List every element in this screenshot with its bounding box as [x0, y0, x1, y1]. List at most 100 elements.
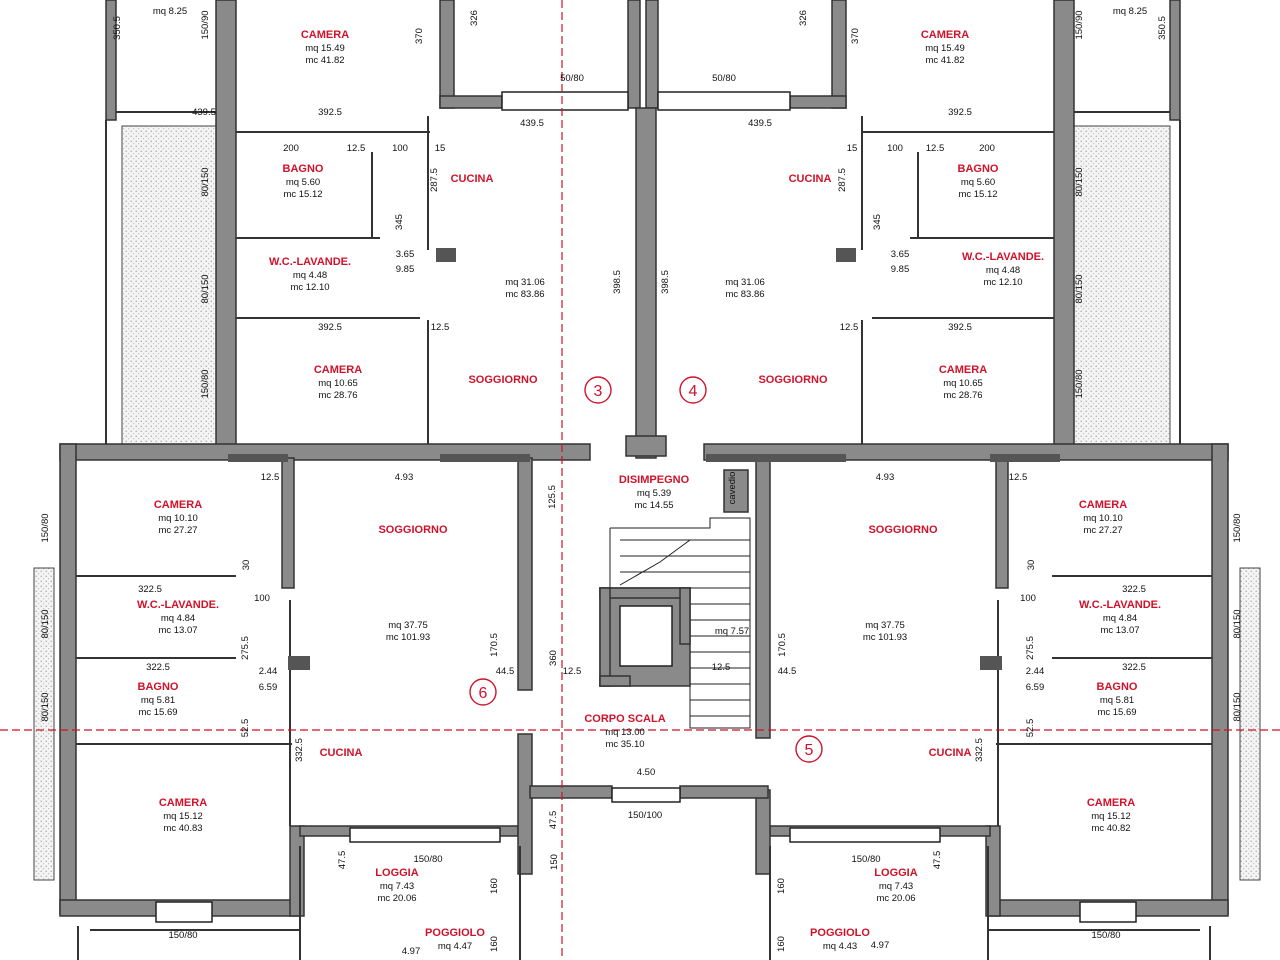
room-area-camera-ml: mq 10.65	[318, 378, 358, 389]
room-area-loggia-l: mq 7.43	[380, 881, 414, 892]
dimension-label: 12.5	[563, 666, 582, 677]
dimension-label: 350.5	[112, 16, 123, 40]
room-name-poggiolo-r: POGGIOLO	[810, 927, 870, 939]
dimension-label: 200	[979, 143, 995, 154]
dimension-label: 398.5	[612, 270, 623, 294]
room-name-camera-tr: CAMERA	[921, 29, 969, 41]
window-label: 150/90	[1074, 10, 1085, 39]
room-name-loggia-l: LOGGIA	[375, 867, 418, 879]
dimension-label: 326	[469, 10, 480, 26]
window-label: 150/80	[1232, 513, 1243, 542]
window-label: 50/80	[560, 73, 584, 84]
dimension-label: 100	[392, 143, 408, 154]
room-name-corpo-scala: CORPO SCALA	[584, 713, 665, 725]
room-volume-camera-lr1: mc 27.27	[1083, 525, 1122, 536]
room-area-wc-ul: mq 4.48	[293, 270, 327, 281]
room-volume-bagno-lr: mc 15.69	[1097, 707, 1136, 718]
dimension-label: 275.5	[1025, 636, 1036, 660]
room-volume-loggia-r: mc 20.06	[876, 893, 915, 904]
dimension-label: 44.5	[778, 666, 797, 677]
room-area-sogg-val-ur: mq 31.06	[725, 277, 765, 288]
value-label: mq 8.25	[153, 6, 187, 17]
dimension-label: 322.5	[1122, 662, 1146, 673]
window-label: 150/80	[200, 369, 211, 398]
room-name-soggiorno-ul: SOGGIORNO	[468, 374, 538, 386]
dimension-label: 200	[283, 143, 299, 154]
room-name-bagno-r: BAGNO	[958, 163, 999, 175]
window-label: 50/80	[712, 73, 736, 84]
dimension-label: 12.5	[431, 322, 450, 333]
dimension-label: 4.50	[637, 767, 656, 778]
value-label: 2.44	[1026, 666, 1045, 677]
room-area-camera-lr1: mq 10.10	[1083, 513, 1123, 524]
value-label: mq 8.25	[1113, 6, 1147, 17]
dimension-label: 170.5	[489, 633, 500, 657]
room-area-bagno-lr: mq 5.81	[1100, 695, 1134, 706]
stair-treads	[619, 539, 750, 717]
value-label: 9.85	[891, 264, 910, 275]
room-area-poggiolo-l: mq 4.47	[438, 941, 472, 952]
room-name-bagno-lr: BAGNO	[1097, 681, 1138, 693]
room-name-camera-ml: CAMERA	[314, 364, 362, 376]
dimension-label: 370	[850, 28, 861, 44]
room-volume-sogg-val-ul: mc 83.86	[505, 289, 544, 300]
room-name-cucina-ul: CUCINA	[451, 173, 494, 185]
dimension-label: 4.97	[871, 940, 890, 951]
dimension-label: 350.5	[1157, 16, 1168, 40]
dimension-label: 275.5	[240, 636, 251, 660]
dimension-label: 392.5	[948, 107, 972, 118]
room-area-bagno-r: mq 5.60	[961, 177, 995, 188]
dimension-label: 326	[798, 10, 809, 26]
unit-marker-number: 4	[689, 383, 698, 400]
dimension-label: 392.5	[948, 322, 972, 333]
room-volume-camera-ml: mc 28.76	[318, 390, 357, 401]
window-label: 150/80	[851, 854, 880, 865]
dimension-label: 12.5	[347, 143, 366, 154]
window-label: 150/80	[168, 930, 197, 941]
room-volume-disimpegno: mc 14.55	[634, 500, 673, 511]
unit-marker-circle	[679, 376, 707, 404]
dimension-label: 345	[872, 214, 883, 230]
room-volume-bagno-ll: mc 15.69	[138, 707, 177, 718]
window-label: 80/150	[40, 692, 51, 721]
dimension-label: 345	[394, 214, 405, 230]
dimension-label: 4.93	[876, 472, 895, 483]
room-volume-wc-ur: mc 12.10	[983, 277, 1022, 288]
room-name-camera-lr1: CAMERA	[1079, 499, 1127, 511]
dimension-label: 15	[435, 143, 446, 154]
room-name-cucina-ur: CUCINA	[789, 173, 832, 185]
value-label: mq 7.57	[715, 626, 749, 637]
unit-marker-circle	[584, 376, 612, 404]
window-label: 150/80	[40, 513, 51, 542]
room-volume-sogg-val-ll: mc 101.93	[386, 632, 430, 643]
dimension-label: 439.5	[520, 118, 544, 129]
unit-marker-circle	[469, 678, 497, 706]
dimension-label: 52.5	[1025, 719, 1036, 738]
dimension-label: 287.5	[837, 168, 848, 192]
stair-core	[599, 517, 751, 729]
room-area-camera-ll2: mq 15.12	[163, 811, 203, 822]
dimension-label: 4.93	[395, 472, 414, 483]
dimension-label: 30	[241, 560, 252, 571]
window-label: 80/150	[1232, 692, 1243, 721]
dimension-label: 322.5	[138, 584, 162, 595]
unit-marker-circle	[795, 735, 823, 763]
dimension-label: 44.5	[496, 666, 515, 677]
dimension-label: 100	[887, 143, 903, 154]
room-name-wc-ur: W.C.-LAVANDE.	[962, 251, 1044, 263]
room-volume-wc-lr: mc 13.07	[1100, 625, 1139, 636]
window-label: 150/80	[1091, 930, 1120, 941]
dimension-label: 439.5	[748, 118, 772, 129]
room-name-loggia-r: LOGGIA	[874, 867, 917, 879]
dimension-label: 370	[414, 28, 425, 44]
dimension-label: 392.5	[318, 322, 342, 333]
room-volume-wc-ul: mc 12.10	[290, 282, 329, 293]
value-label: 3.65	[891, 249, 910, 260]
room-area-bagno-l: mq 5.60	[286, 177, 320, 188]
room-area-camera-mr: mq 10.65	[943, 378, 983, 389]
room-area-bagno-ll: mq 5.81	[141, 695, 175, 706]
room-volume-loggia-l: mc 20.06	[377, 893, 416, 904]
value-label: 3.65	[396, 249, 415, 260]
room-area-corpo-scala: mq 13.00	[605, 727, 645, 738]
